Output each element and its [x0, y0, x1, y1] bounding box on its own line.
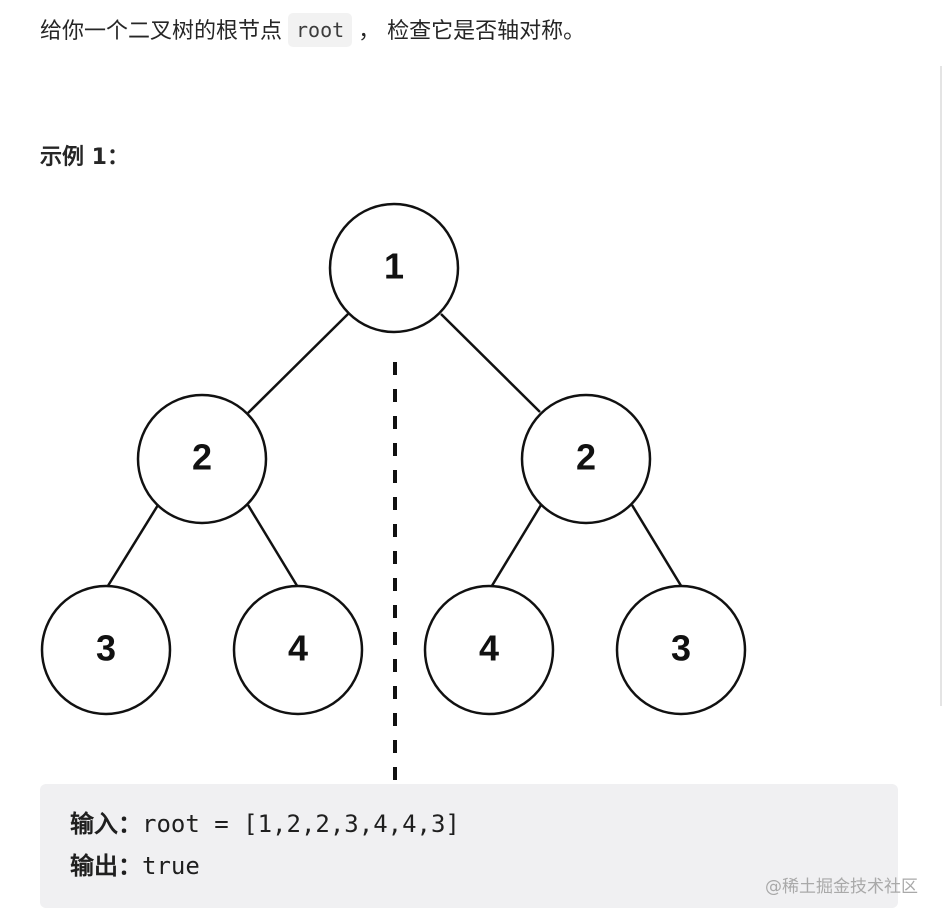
scrollbar-track[interactable] — [940, 66, 942, 706]
tree-node-label: 3 — [671, 628, 691, 669]
tree-node-label: 1 — [384, 246, 404, 287]
tree-edge — [630, 504, 685, 590]
statement-text-before: 给你一个二叉树的根节点 — [40, 19, 283, 44]
tree-edge — [488, 504, 543, 590]
tree-edge — [104, 504, 160, 590]
tree-node-label: 4 — [479, 628, 499, 669]
tree-node-circle — [40, 584, 172, 716]
tree-node: 3 — [615, 584, 747, 716]
output-line: 输出：true — [70, 846, 200, 886]
output-label: 输出： — [70, 852, 142, 880]
tree-node-circle — [232, 584, 364, 716]
tree-node: 4 — [232, 584, 364, 716]
tree-node-label: 4 — [288, 628, 308, 669]
tree-node-circle — [136, 393, 268, 525]
input-line: 输入：root = [1,2,2,3,4,4,3] — [70, 804, 460, 844]
example-io-block: 输入：root = [1,2,2,3,4,4,3] 输出：true — [40, 784, 898, 908]
tree-node-label: 3 — [96, 628, 116, 669]
output-value: true — [142, 852, 200, 880]
binary-tree-diagram: 1 2 2 3 4 4 3 — [40, 202, 747, 780]
tree-node-label: 2 — [192, 437, 212, 478]
tree-node: 2 — [520, 393, 652, 525]
tree-node-circle — [328, 202, 460, 334]
example-title: 示例 1： — [40, 145, 129, 170]
input-value: root = [1,2,2,3,4,4,3] — [142, 810, 460, 838]
tree-edge — [247, 313, 349, 414]
statement-text-after: ， 检查它是否轴对称。 — [358, 19, 586, 44]
tree-node: 3 — [40, 584, 172, 716]
tree-node-circle — [615, 584, 747, 716]
watermark: @稀土掘金技术社区 — [765, 877, 918, 897]
tree-node-label: 2 — [576, 437, 596, 478]
tree-node-circle — [423, 584, 555, 716]
tree-edge — [246, 504, 301, 590]
tree-edge — [440, 313, 541, 413]
inline-code-root: root — [288, 13, 353, 47]
input-label: 输入： — [70, 810, 142, 838]
tree-node: 1 — [328, 202, 460, 334]
tree-node: 4 — [423, 584, 555, 716]
tree-node: 2 — [136, 393, 268, 525]
tree-node-circle — [520, 393, 652, 525]
